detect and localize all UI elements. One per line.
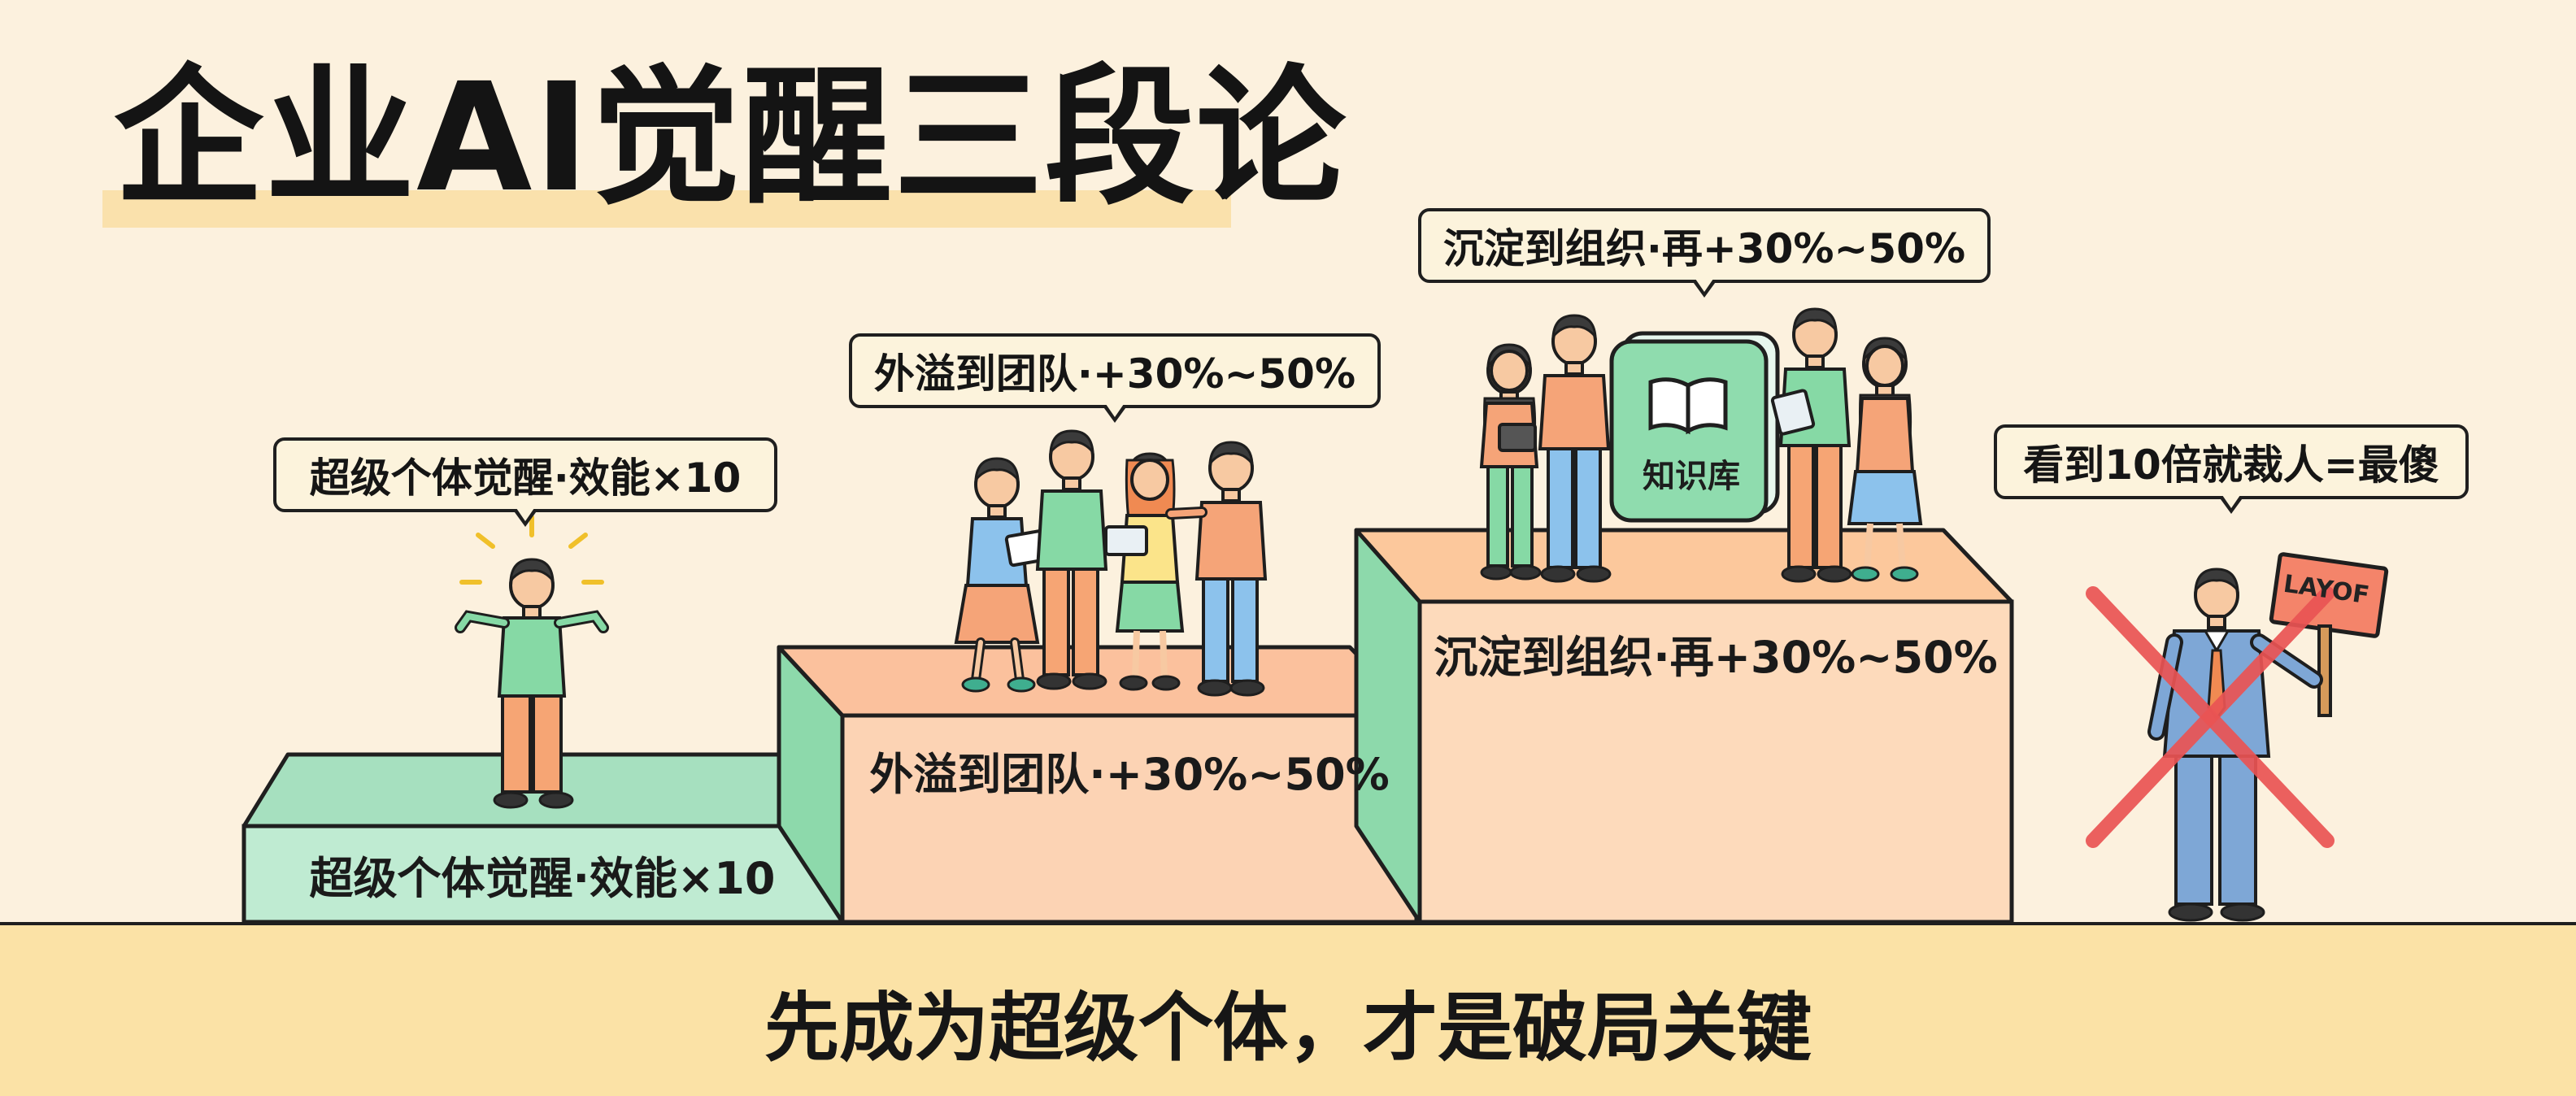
step-1 — [242, 752, 843, 924]
knowledge-base-label: 知识库 — [1643, 458, 1740, 495]
warning-bubble: 看到10倍就裁人=最傻 — [1994, 424, 2469, 514]
step-2-label: 外溢到团队·+30%~50% — [869, 748, 1390, 800]
bottom-banner: 先成为超级个体，才是破局关键 — [0, 922, 2576, 1096]
knowledge-base-icon — [1609, 331, 1780, 523]
team-figures — [954, 429, 1268, 697]
step-1-label: 超级个体觉醒·效能×10 — [309, 852, 776, 904]
page-title-overlay: 企业AI觉醒三段论 — [114, 51, 1347, 225]
organization-figures — [1479, 307, 1923, 583]
stage-1-bubble: 超级个体觉醒·效能×10 — [273, 437, 777, 527]
stage-3-bubble: 沉淀到组织·再+30%~50% — [1418, 208, 1991, 298]
banner-text: 先成为超级个体，才是破局关键 — [764, 985, 1812, 1072]
layoff-manager-figure — [2086, 552, 2389, 922]
step-3 — [1354, 528, 2014, 924]
stage-2-bubble: 外溢到团队·+30%~50% — [849, 333, 1381, 423]
super-individual-figure — [455, 515, 609, 809]
step-3-label: 沉淀到组织·再+30%~50% — [1434, 631, 1998, 683]
